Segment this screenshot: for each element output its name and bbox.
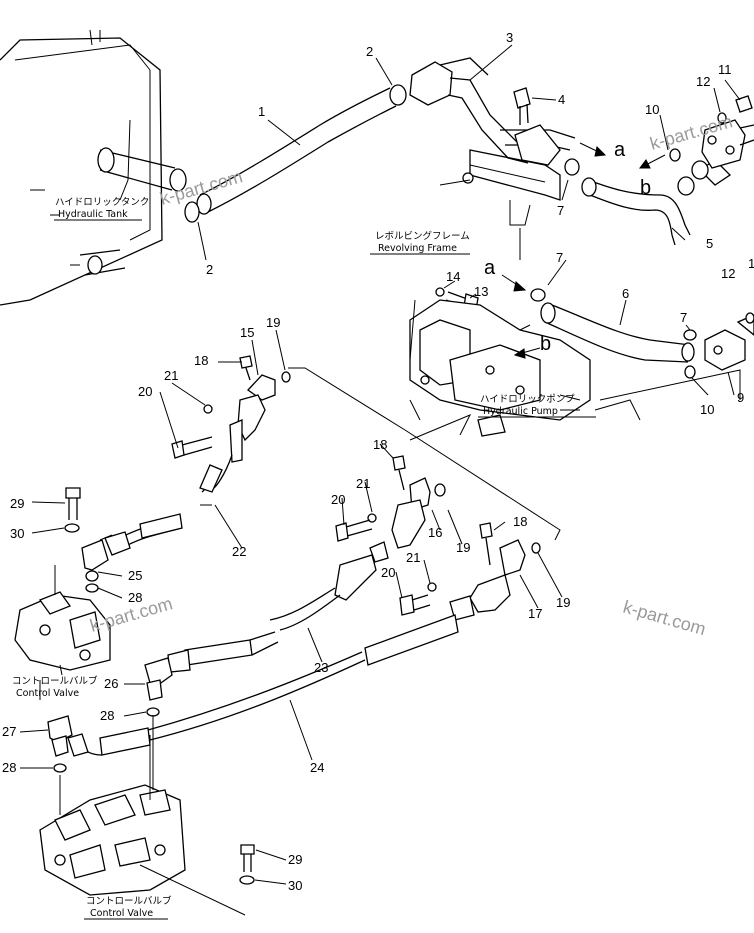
callout-11: 11: [718, 62, 732, 77]
bolt-4: [513, 87, 531, 125]
routing-lines: [39, 228, 741, 916]
callout-6: 6: [622, 286, 629, 301]
hose-22: [104, 419, 243, 556]
callout-28-c: 28: [2, 760, 16, 775]
captions: ハイドロリックタンク Hydraulic Tank レボルビングフレーム Rev…: [12, 197, 596, 920]
callout-27: 27: [2, 724, 16, 739]
callout-28-b: 28: [100, 708, 114, 723]
frame-label-en: Revolving Frame: [378, 243, 457, 254]
revolving-frame: [439, 149, 561, 226]
hose-24: [67, 595, 475, 757]
hydraulic-pump: [409, 299, 591, 437]
elbow-26: [144, 657, 173, 717]
callout-12-right: 12: [721, 266, 735, 281]
callout-24: 24: [310, 760, 324, 775]
flow-letter-b-mid: b: [540, 333, 551, 355]
callout-30-b: 30: [288, 878, 302, 893]
callout-9: 9: [737, 390, 744, 405]
control-valve-1-label-jp: コントロールバルブ: [12, 675, 98, 687]
callout-7-b: 7: [556, 250, 563, 265]
callout-20-b: 20: [331, 492, 345, 507]
flow-letter-group: a b a b: [484, 139, 651, 355]
flow-letter-a-mid: a: [484, 257, 496, 279]
callout-10-top: 10: [645, 102, 659, 117]
hydraulic-tank: [0, 29, 187, 306]
control-valve-2: [39, 715, 186, 896]
tank-label-jp: ハイドロリックタンク: [55, 197, 149, 208]
callout-numbers: 1 2 2 3 4 5 6 7 7 7 9 10 10 11 12 12 1 1…: [2, 30, 754, 893]
callout-3: 3: [506, 30, 513, 45]
callout-1: 1: [258, 104, 265, 119]
control-valve-1-label-en: Control Valve: [16, 688, 79, 699]
elbow-27: [47, 715, 73, 773]
tank-label-en: Hydraulic Tank: [58, 209, 128, 220]
leader-lines: [19, 44, 741, 885]
callout-18-a: 18: [194, 353, 208, 368]
hose-1: [184, 84, 407, 223]
callout-22: 22: [232, 544, 246, 559]
elbow-16: [335, 455, 446, 549]
callout-4: 4: [558, 92, 565, 107]
control-valve-2-label-jp: コントロールバルブ: [86, 895, 172, 907]
callout-2-bottom: 2: [206, 262, 213, 277]
flow-letter-b-top: b: [640, 177, 651, 199]
callout-15: 15: [240, 325, 254, 340]
callout-20-c: 20: [381, 565, 395, 580]
pump-label-jp: ハイドロリックポンプ: [480, 394, 575, 405]
callout-19-a: 19: [266, 315, 280, 330]
callout-19-c: 19: [556, 595, 570, 610]
callout-28-a: 28: [128, 590, 142, 605]
callout-7-a: 7: [557, 203, 564, 218]
callout-14: 14: [446, 269, 460, 284]
callout-13: 13: [474, 284, 488, 299]
flow-arrows: [501, 142, 666, 359]
callout-10-bottom: 10: [700, 402, 714, 417]
callout-1-right-edge: 1: [748, 256, 754, 271]
callout-16: 16: [428, 525, 442, 540]
callout-5: 5: [706, 236, 713, 251]
callout-26: 26: [104, 676, 118, 691]
callout-18-c: 18: [513, 514, 527, 529]
bolt-29-bottom: [239, 844, 255, 885]
pump-label-en: Hydraulic Pump: [483, 406, 558, 417]
callout-12-top: 12: [696, 74, 710, 89]
callout-7-c: 7: [680, 310, 687, 325]
callout-29-b: 29: [288, 852, 302, 867]
callout-17: 17: [528, 606, 542, 621]
flange-9: [684, 312, 754, 379]
callout-2-top: 2: [366, 44, 373, 59]
bolt-29-left: [64, 487, 81, 533]
hose-6: [530, 288, 697, 363]
callout-20-a: 20: [138, 384, 152, 399]
elbow-17: [399, 522, 541, 616]
elbow-25: [81, 539, 109, 593]
callout-30-a: 30: [10, 526, 24, 541]
hose-5: [581, 159, 732, 246]
control-valve-2-label-en: Control Valve: [90, 908, 153, 919]
callout-21-c: 21: [406, 550, 420, 565]
pipe-3: [409, 57, 580, 176]
callout-21-a: 21: [164, 368, 178, 383]
callout-23: 23: [314, 660, 328, 675]
callout-19-b: 19: [456, 540, 470, 555]
callout-29-a: 29: [10, 496, 24, 511]
callout-18-b: 18: [373, 437, 387, 452]
frame-label-jp: レボルビングフレーム: [375, 230, 470, 242]
flow-letter-a-top: a: [614, 139, 626, 161]
control-valve-1: [14, 565, 111, 676]
callout-21-b: 21: [356, 476, 370, 491]
watermark-4: k-part.com: [621, 597, 708, 640]
hose-23: [167, 541, 389, 673]
callout-25: 25: [128, 568, 142, 583]
flange-top-right: [669, 95, 754, 169]
elbow-15: [171, 355, 291, 459]
